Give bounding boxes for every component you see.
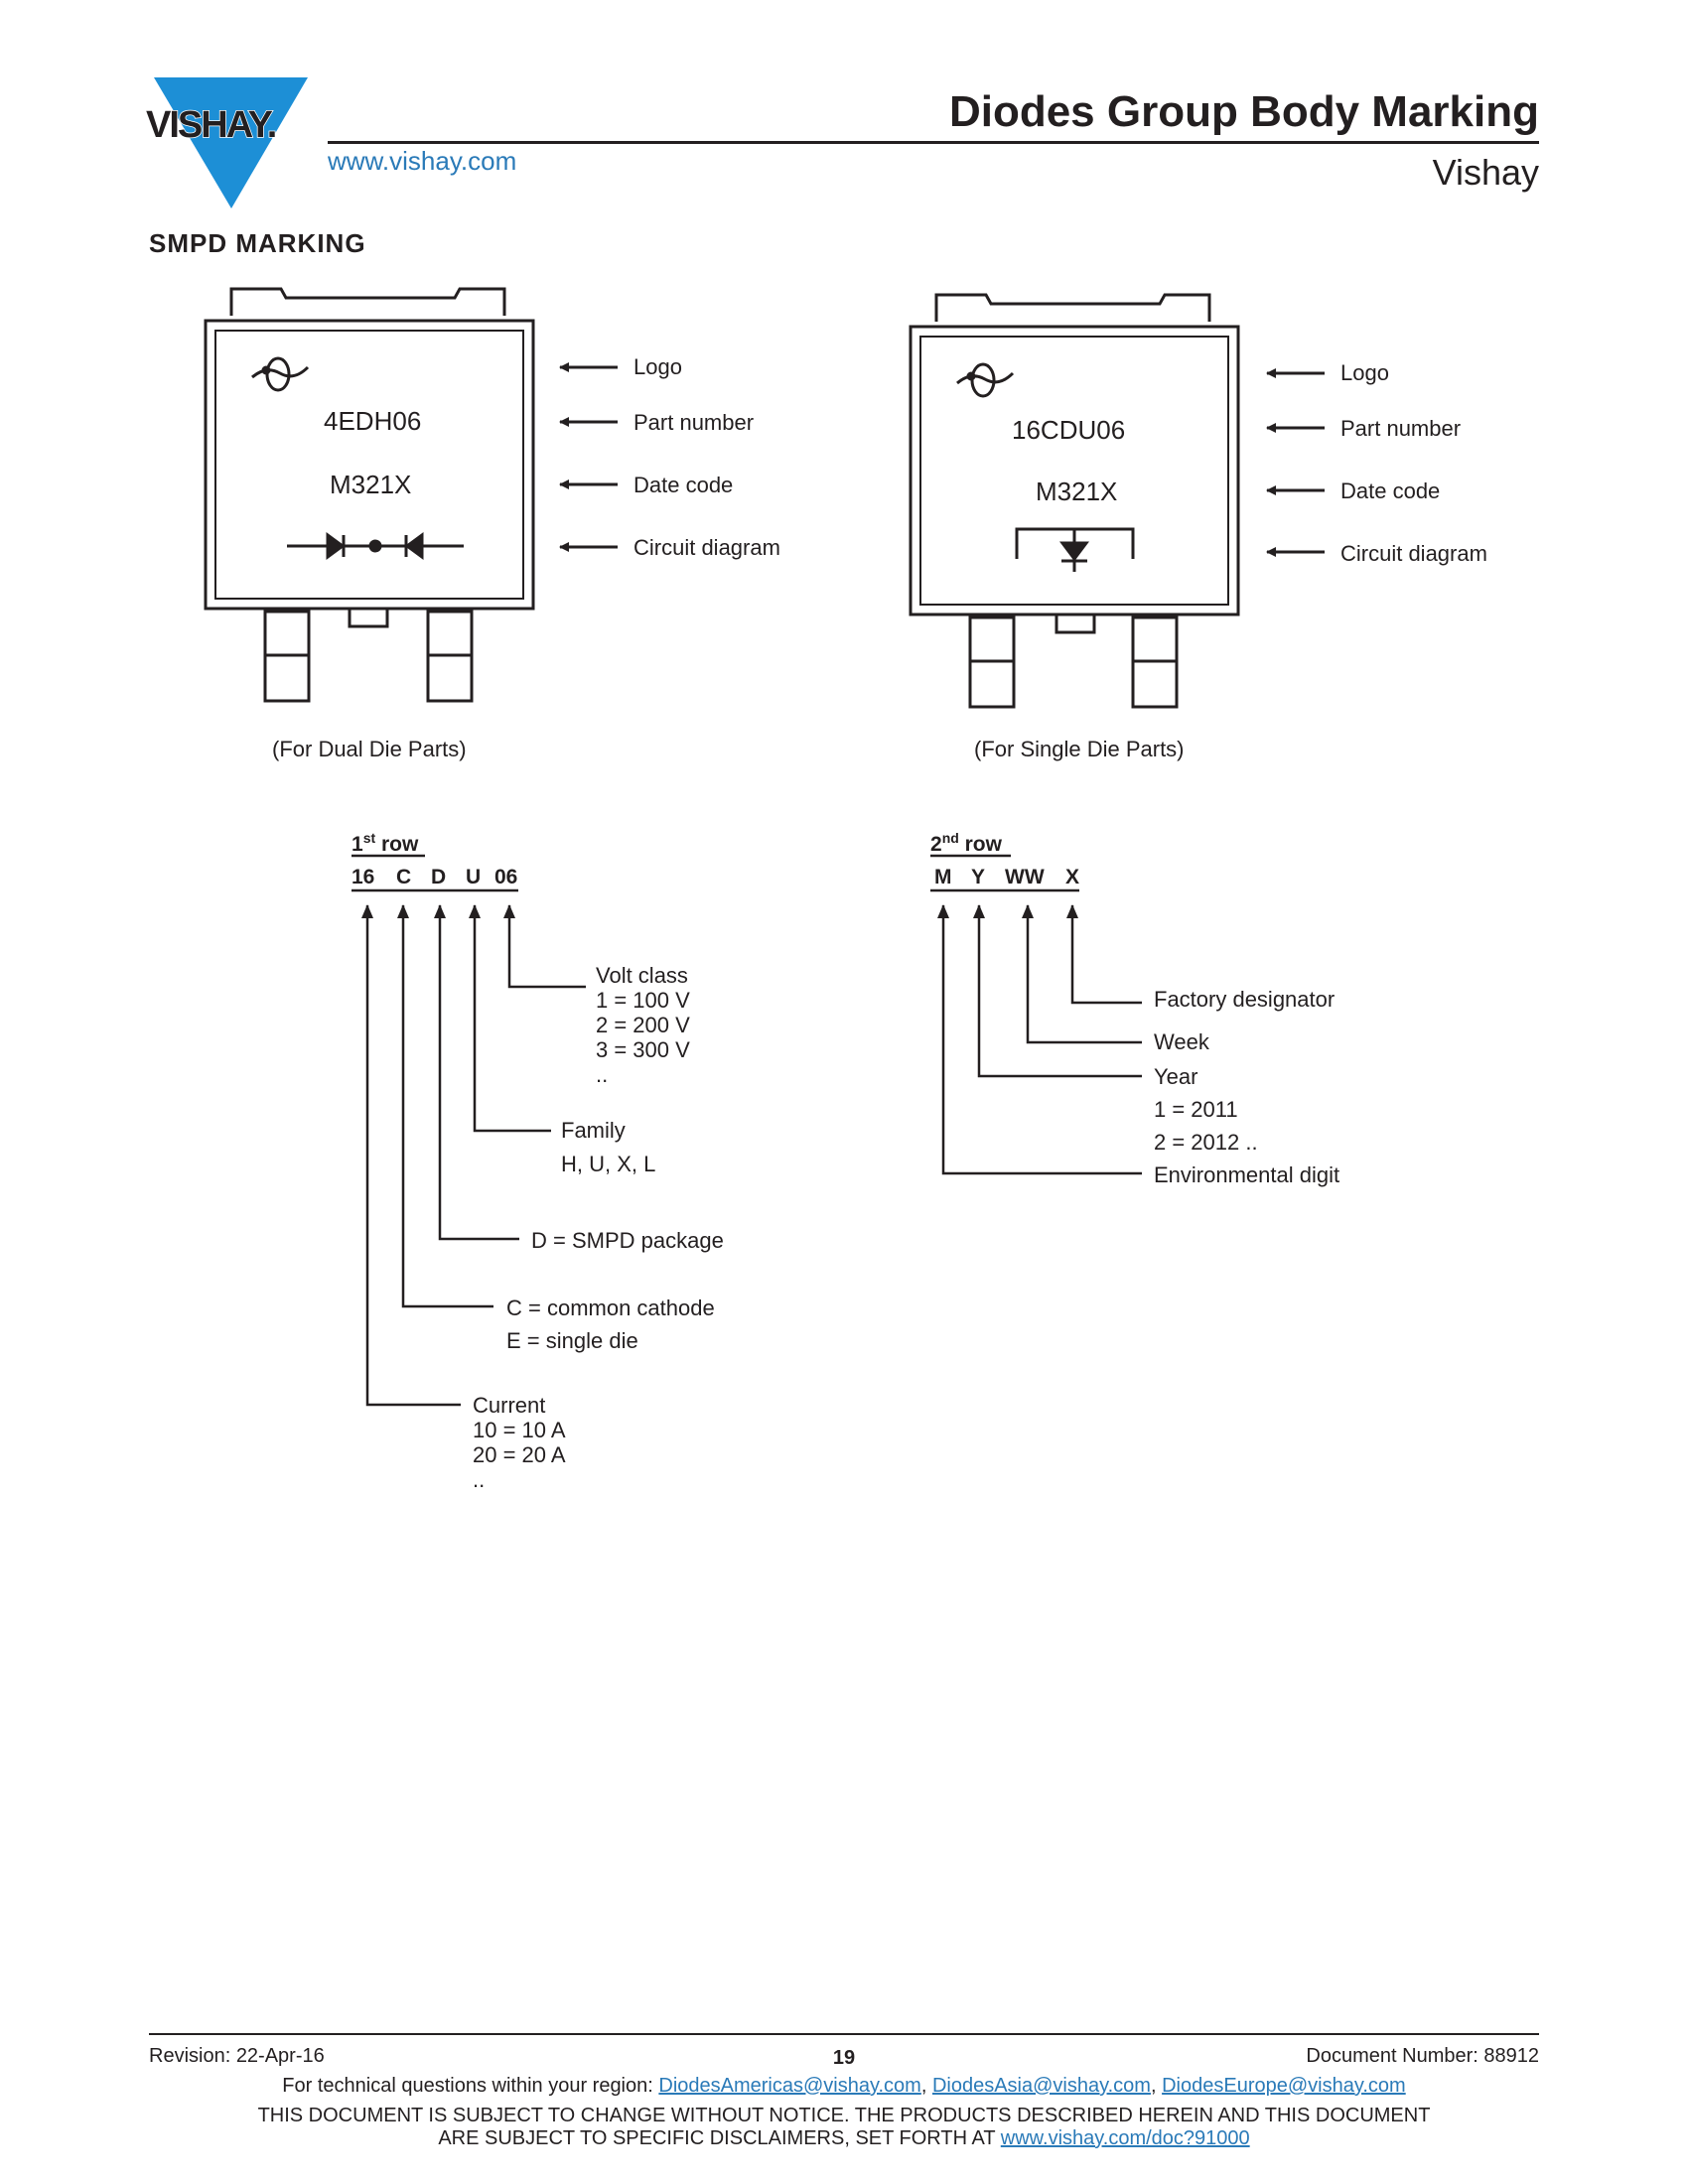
email-separator-1: , bbox=[920, 2075, 932, 2097]
dual-die-callout-arrows bbox=[559, 362, 618, 552]
package-code: D = SMPD package bbox=[531, 1228, 724, 1253]
vendor-name: Vishay bbox=[1432, 152, 1539, 193]
dual-die-caption: (For Dual Die Parts) bbox=[272, 737, 467, 761]
email-asia[interactable]: DiodesAsia@vishay.com bbox=[931, 2075, 1151, 2097]
dual-die-callout-date-code: Date code bbox=[633, 473, 734, 497]
technical-questions: For technical questions within your regi… bbox=[0, 2075, 1688, 2098]
single-die-callout-circuit: Circuit diagram bbox=[1340, 541, 1487, 566]
current-more: .. bbox=[473, 1467, 486, 1492]
row2-code-x: X bbox=[1065, 866, 1080, 888]
dual-die-circuit-icon bbox=[287, 532, 464, 560]
row1-code-d: D bbox=[431, 866, 447, 888]
logo-wordmark: VISHAY. bbox=[146, 104, 275, 146]
config-single-die: E = single die bbox=[506, 1328, 638, 1353]
package-dual-die-logo-icon bbox=[251, 356, 310, 392]
single-die-part-number: 16CDU06 bbox=[1012, 415, 1126, 445]
family-title: Family bbox=[561, 1118, 626, 1143]
dual-die-date-code: M321X bbox=[330, 470, 412, 499]
row1-heading-sup: st bbox=[362, 830, 376, 846]
row2-code-ww: WW bbox=[1005, 866, 1045, 888]
family-values: H, U, X, L bbox=[561, 1152, 656, 1176]
config-common-cathode: C = common cathode bbox=[506, 1296, 715, 1320]
disclaimer-link[interactable]: www.vishay.com/doc?91000 bbox=[1000, 2127, 1250, 2149]
environmental-digit: Environmental digit bbox=[1154, 1162, 1340, 1187]
section-title: SMPD MARKING bbox=[149, 228, 366, 258]
row1-heading-rest: row bbox=[375, 833, 419, 856]
row1-code-u: U bbox=[466, 866, 482, 888]
page-number: 19 bbox=[832, 2047, 856, 2069]
vishay-logo: VISHAY. bbox=[144, 75, 323, 214]
row1-code-16: 16 bbox=[352, 866, 375, 888]
row2-heading-number: 2 bbox=[930, 833, 942, 856]
dual-die-callout-circuit: Circuit diagram bbox=[633, 535, 780, 560]
dual-die-part-number: 4EDH06 bbox=[324, 406, 422, 436]
week-label: Week bbox=[1154, 1029, 1209, 1054]
email-europe[interactable]: DiodesEurope@vishay.com bbox=[1162, 2075, 1406, 2097]
row1-heading: 1st row bbox=[352, 830, 418, 857]
volt-class-2: 2 = 200 V bbox=[596, 1013, 690, 1037]
single-die-circuit-icon bbox=[1015, 527, 1135, 572]
current-20: 20 = 20 A bbox=[473, 1442, 566, 1467]
year-2011: 1 = 2011 bbox=[1154, 1097, 1238, 1122]
volt-class-more: .. bbox=[596, 1062, 609, 1087]
single-die-callout-part-number: Part number bbox=[1340, 416, 1462, 441]
package-dual-die-outline bbox=[204, 287, 535, 703]
row1-code-06: 06 bbox=[494, 866, 518, 888]
row2-heading-sup: nd bbox=[941, 830, 959, 846]
document-number: Document Number: 88912 bbox=[1306, 2045, 1539, 2067]
email-separator-2: , bbox=[1150, 2075, 1163, 2097]
package-single-die-logo-icon bbox=[956, 362, 1015, 398]
single-die-callout-date-code: Date code bbox=[1340, 478, 1441, 503]
questions-prefix: For technical questions within your regi… bbox=[282, 2075, 659, 2097]
single-die-callout-logo: Logo bbox=[1340, 360, 1389, 385]
single-die-callout-arrows bbox=[1266, 368, 1325, 557]
disclaimer-text: ARE SUBJECT TO SPECIFIC DISCLAIMERS, SET… bbox=[438, 2127, 1001, 2149]
package-single-die-outline bbox=[909, 293, 1240, 709]
disclaimer-line-1: THIS DOCUMENT IS SUBJECT TO CHANGE WITHO… bbox=[257, 2105, 1431, 2126]
factory-designator: Factory designator bbox=[1154, 987, 1336, 1012]
package-drawings bbox=[204, 287, 1325, 709]
document-title: Diodes Group Body Marking bbox=[948, 87, 1539, 136]
header-rule bbox=[328, 141, 1539, 144]
row2-heading-rest: row bbox=[958, 833, 1002, 856]
footer-rule bbox=[149, 2033, 1539, 2035]
single-die-date-code: M321X bbox=[1036, 477, 1118, 506]
volt-class-1: 1 = 100 V bbox=[596, 988, 690, 1013]
current-10: 10 = 10 A bbox=[473, 1418, 566, 1442]
year-title: Year bbox=[1154, 1064, 1198, 1089]
revision: Revision: 22-Apr-16 bbox=[149, 2045, 325, 2067]
row1-heading-number: 1 bbox=[352, 833, 363, 856]
disclaimer-line-2: ARE SUBJECT TO SPECIFIC DISCLAIMERS, SET… bbox=[0, 2127, 1688, 2150]
row2-code-m: M bbox=[934, 866, 952, 888]
dual-die-callout-logo: Logo bbox=[633, 354, 682, 379]
row2-heading: 2nd row bbox=[930, 830, 1002, 857]
single-die-caption: (For Single Die Parts) bbox=[974, 737, 1185, 761]
dual-die-callout-part-number: Part number bbox=[633, 410, 755, 435]
row1-code-c: C bbox=[396, 866, 412, 888]
volt-class-title: Volt class bbox=[596, 963, 688, 988]
row2-code-y: Y bbox=[971, 866, 986, 888]
current-title: Current bbox=[473, 1393, 546, 1418]
row-decode-lines bbox=[352, 854, 1142, 1407]
email-americas[interactable]: DiodesAmericas@vishay.com bbox=[658, 2075, 921, 2097]
year-2012: 2 = 2012 .. bbox=[1154, 1130, 1258, 1155]
volt-class-3: 3 = 300 V bbox=[596, 1037, 690, 1062]
website-link[interactable]: www.vishay.com bbox=[328, 146, 517, 176]
